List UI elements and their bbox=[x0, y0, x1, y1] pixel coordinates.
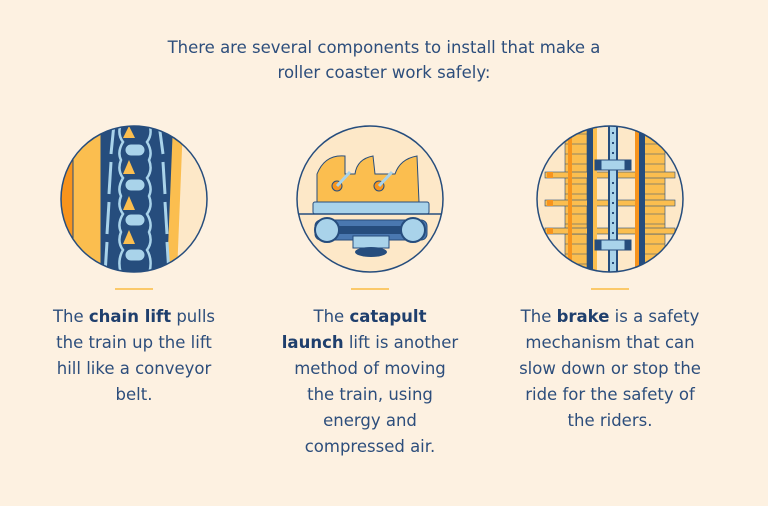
divider bbox=[351, 288, 389, 290]
component-brake: The brake is a safety mechanism that can… bbox=[510, 124, 710, 434]
brake-icon bbox=[536, 125, 684, 273]
intro-line-1: There are several components to install … bbox=[167, 38, 601, 57]
intro-heading: There are several components to install … bbox=[0, 35, 768, 85]
chain-lift-term: chain lift bbox=[88, 307, 172, 326]
divider bbox=[115, 288, 153, 290]
brake-term: brake bbox=[556, 307, 610, 326]
chain-lift-icon bbox=[60, 125, 208, 273]
brake-description: The brake is a safety mechanism that can… bbox=[519, 307, 701, 430]
catapult-launch-description: The catapult launch lift is another meth… bbox=[281, 307, 459, 456]
intro-line-2: roller coaster work safely: bbox=[277, 63, 491, 82]
chain-lift-description: The chain lift pulls the train up the li… bbox=[52, 307, 216, 404]
catapult-launch-term: catapult launch bbox=[281, 307, 427, 352]
catapult-launch-icon bbox=[296, 125, 444, 273]
component-catapult-launch: The catapult launch lift is another meth… bbox=[270, 124, 470, 460]
divider bbox=[591, 288, 629, 290]
component-chain-lift: The chain lift pulls the train up the li… bbox=[34, 124, 234, 408]
